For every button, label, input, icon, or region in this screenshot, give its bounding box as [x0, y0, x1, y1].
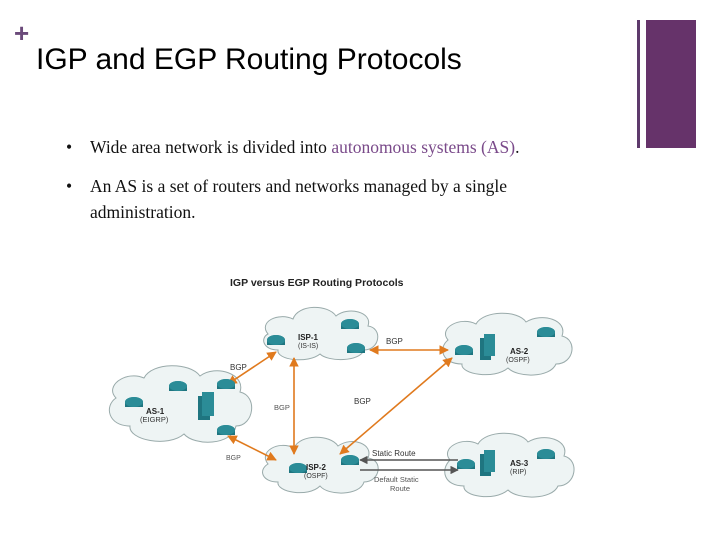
link-as1-isp1: [227, 351, 277, 385]
bullet-list: • Wide area network is divided into auto…: [66, 134, 626, 238]
slide-title: IGP and EGP Routing Protocols: [36, 43, 462, 76]
as3-label: AS-3: [510, 459, 529, 468]
accent-bar-thin: [637, 20, 640, 148]
as2-label: AS-2: [510, 347, 529, 356]
routing-diagram: IGP versus EGP Routing Protocols BGP BGP…: [108, 277, 575, 498]
router-icon: [217, 379, 235, 389]
bullet-marker: •: [66, 176, 73, 196]
label-bgp-as2-isp2: BGP: [354, 397, 371, 406]
server-icon: [480, 450, 495, 476]
router-icon: [341, 455, 359, 465]
as1-sublabel: (EIGRP): [140, 415, 169, 424]
router-icon: [341, 319, 359, 329]
server-icon: [198, 392, 214, 420]
bullet-item: • An AS is a set of routers and networks…: [66, 173, 626, 225]
router-icon: [289, 463, 307, 473]
cloud-as1: [108, 365, 253, 443]
as1-label: AS-1: [146, 407, 165, 416]
link-as1-isp2: [227, 435, 277, 461]
router-icon: [455, 345, 473, 355]
bullet-item: • Wide area network is divided into auto…: [66, 134, 626, 160]
as3-sublabel: (RIP): [510, 469, 526, 476]
bullet-text: An AS is a set of routers and networks m…: [90, 176, 508, 196]
router-icon: [217, 425, 235, 435]
bullet-text: Wide area network is divided into: [90, 137, 332, 157]
isp1-label: ISP-1: [298, 333, 319, 342]
router-icon: [457, 459, 475, 469]
bullet-text-end: .: [515, 137, 520, 157]
as2-sublabel: (OSPF): [506, 357, 530, 364]
bullet-highlight: autonomous systems (AS): [331, 137, 516, 157]
diagram-title: IGP versus EGP Routing Protocols: [230, 277, 404, 289]
router-icon: [537, 327, 555, 337]
isp2-sublabel: (OSPF): [304, 473, 328, 480]
label-default-static-2: Route: [390, 484, 410, 493]
link-as2-isp2: [339, 357, 453, 455]
label-bgp-isp1-as2: BGP: [386, 337, 403, 346]
label-static-route: Static Route: [372, 449, 416, 458]
router-icon: [347, 343, 365, 353]
cloud-as3: [444, 432, 575, 498]
label-default-static: Default Static: [374, 475, 419, 484]
router-icon: [169, 381, 187, 391]
router-icon: [125, 397, 143, 407]
label-bgp-as1-isp1: BGP: [230, 363, 247, 372]
label-bgp-as1-isp2: BGP: [226, 455, 241, 462]
cloud-as2: [442, 312, 573, 376]
accent-bar-thick: [646, 20, 696, 148]
router-icon: [267, 335, 285, 345]
plus-icon: +: [14, 18, 30, 48]
label-bgp-isps: BGP: [274, 403, 290, 412]
router-icon: [537, 449, 555, 459]
bullet-text-cont: administration.: [90, 202, 196, 222]
bullet-marker: •: [66, 137, 73, 157]
server-icon: [480, 334, 495, 360]
isp2-label: ISP-2: [306, 463, 327, 472]
isp1-sublabel: (IS-IS): [298, 343, 318, 350]
